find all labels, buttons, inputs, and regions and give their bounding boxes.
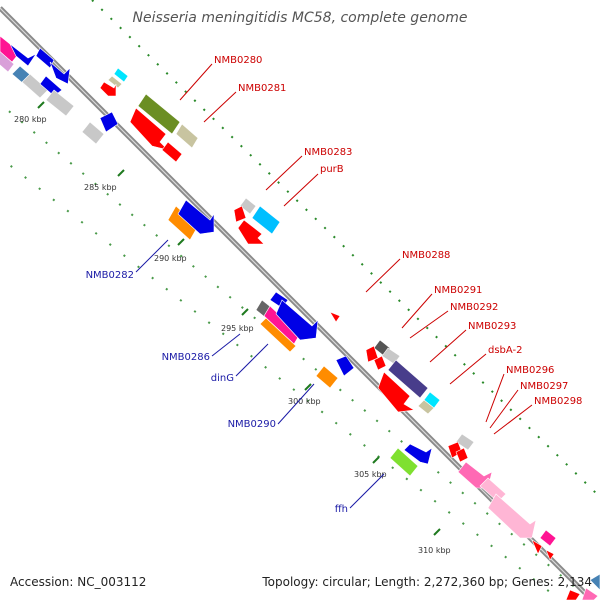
forward-strand-genes — [99, 67, 600, 600]
gene-feature — [49, 61, 71, 85]
tick-label: 280 kbp — [14, 115, 47, 124]
gene-feature — [315, 365, 339, 389]
gene-label: NMB0297 — [520, 381, 568, 392]
tick-label: 310 kbp — [418, 546, 451, 555]
gene-feature — [137, 93, 181, 135]
tick-label: 305 kbp — [354, 470, 387, 479]
gene-feature — [239, 197, 257, 215]
gene-feature — [581, 587, 599, 600]
gene-feature — [335, 355, 355, 377]
gene-feature — [81, 121, 105, 145]
gene-feature — [107, 75, 123, 89]
gene-feature — [259, 317, 297, 353]
gene-feature — [0, 51, 15, 73]
gene-label: dinG — [211, 373, 234, 384]
tick-label: 285 kbp — [84, 183, 117, 192]
gene-feature — [389, 447, 419, 477]
map-title: Neisseria meningitidis MC58, complete ge… — [132, 10, 467, 26]
gene-feature — [417, 399, 435, 415]
gene-feature — [487, 493, 537, 539]
gene-feature — [403, 443, 433, 465]
gene-feature — [377, 371, 415, 413]
gene-label: NMB0282 — [86, 270, 134, 281]
gene-feature — [589, 573, 600, 591]
gene-feature — [35, 47, 55, 69]
gene-feature — [531, 539, 543, 555]
gene-label: NMB0292 — [450, 302, 498, 313]
gene-feature — [329, 311, 341, 323]
tick-labels: 280 kbp 285 kbp 290 kbp 295 kbp 300 kbp … — [14, 115, 451, 555]
gene-label: NMB0298 — [534, 396, 582, 407]
reverse-gene-labels: NMB0282 NMB0286 dinG NMB0290 ffh — [86, 270, 348, 515]
gene-feature — [161, 141, 183, 163]
tick-label: 295 kbp — [221, 324, 254, 333]
gene-label: ffh — [335, 504, 348, 515]
gene-feature — [45, 89, 75, 117]
genome-summary-text: Topology: circular; Length: 2,272,360 bp… — [261, 575, 592, 589]
gene-label: NMB0283 — [304, 147, 352, 158]
gene-label: NMB0296 — [506, 365, 554, 376]
gene-feature — [99, 111, 119, 133]
gene-feature — [455, 447, 469, 463]
gene-label: NMB0280 — [214, 55, 262, 66]
gene-feature — [373, 355, 387, 371]
gene-label: NMB0293 — [468, 321, 516, 332]
gene-label: NMB0291 — [434, 285, 482, 296]
gene-feature — [9, 43, 37, 67]
tick-label: 290 kbp — [154, 254, 187, 263]
gene-label: NMB0288 — [402, 250, 450, 261]
gene-label: NMB0290 — [228, 419, 276, 430]
gene-feature — [177, 199, 215, 235]
gene-feature — [545, 549, 555, 561]
gene-feature — [455, 433, 475, 451]
gene-feature — [233, 205, 247, 223]
gene-label: dsbA-2 — [488, 345, 523, 356]
label-leaders — [135, 63, 533, 509]
tick-label: 300 kbp — [288, 397, 321, 406]
gene-label: NMB0281 — [238, 83, 286, 94]
tick-marks — [37, 101, 441, 536]
gene-label: NMB0286 — [162, 352, 210, 363]
gene-feature — [99, 81, 117, 97]
gene-feature — [237, 219, 265, 245]
gene-label: purB — [320, 164, 344, 175]
gene-feature — [539, 529, 557, 547]
forward-gene-labels: NMB0280 NMB0281 NMB0283 purB NMB0288 NMB… — [214, 55, 582, 407]
gene-feature — [175, 123, 199, 149]
gene-feature — [565, 589, 581, 600]
gene-feature — [113, 67, 129, 83]
reverse-strand-genes — [0, 35, 433, 477]
gene-feature — [275, 299, 319, 341]
accession-text: Accession: NC_003112 — [10, 575, 146, 589]
gene-feature — [387, 359, 429, 399]
gene-feature — [251, 205, 281, 235]
